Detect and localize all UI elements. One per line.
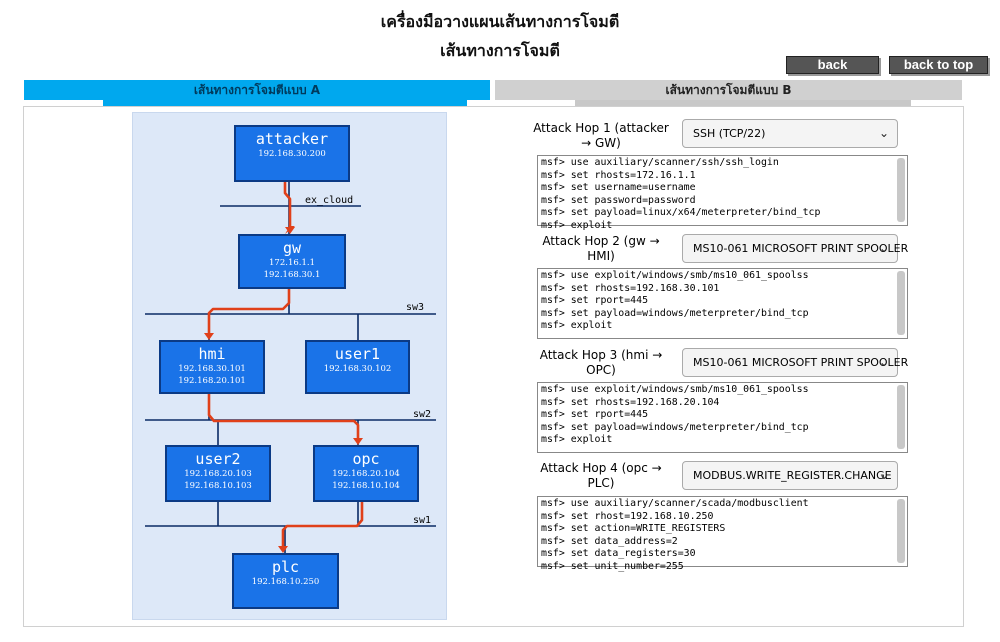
attack-path-hop-1 — [283, 181, 292, 229]
node-attacker[interactable]: attacker 192.168.30.200 — [234, 125, 350, 182]
node-opc-ip-2: 192.168.10.104 — [332, 481, 400, 491]
back-to-top-button[interactable]: back to top — [889, 56, 988, 74]
attack-path-hop-2 — [207, 288, 291, 335]
node-gw-name: gw — [282, 239, 302, 257]
tab-attack-path-a[interactable]: เส้นทางการโจมตีแบบ A — [24, 80, 490, 100]
hop-1-scrollbar[interactable] — [897, 158, 905, 222]
node-opc-name: opc — [352, 450, 380, 468]
node-hmi-ip-2: 192.168.20.101 — [178, 376, 246, 386]
hop-4-scrollbar[interactable] — [897, 499, 905, 563]
chevron-down-icon: ⌄ — [878, 468, 889, 482]
hop-2-scrollbar[interactable] — [897, 271, 905, 335]
node-opc[interactable]: opc 192.168.20.104 192.168.10.104 — [313, 445, 419, 502]
chevron-down-icon: ⌄ — [878, 355, 889, 369]
node-user2-ip-1: 192.168.20.103 — [184, 469, 252, 479]
sw1-label: sw1 — [413, 515, 431, 526]
hop-3-selected-value: MS10-061 MICROSOFT PRINT SPOOLER — [693, 356, 909, 369]
network-diagram: ex_cloud sw3 sw2 sw1 attacker 192.168.30… — [132, 112, 447, 620]
hop-4-label: Attack Hop 4 (opc → PLC) — [540, 461, 662, 490]
hop-1-command-box[interactable]: msf> use auxiliary/scanner/ssh/ssh_login… — [537, 155, 908, 231]
hop-3-scrollbar[interactable] — [897, 385, 905, 449]
chevron-down-icon: ⌄ — [878, 241, 889, 255]
hop-3-command-box[interactable]: msf> use exploit/windows/smb/ms10_061_sp… — [537, 382, 908, 453]
page-subtitle: เส้นทางการโจมตี — [440, 41, 560, 60]
node-user2-name: user2 — [195, 450, 241, 468]
node-user1-name: user1 — [334, 345, 381, 363]
hop-2-commands: msf> use exploit/windows/smb/ms10_061_sp… — [541, 270, 809, 332]
hop-3-exploit-select[interactable]: MS10-061 MICROSOFT PRINT SPOOLER ⌄ — [682, 348, 908, 377]
node-hmi[interactable]: hmi 192.168.30.101 192.168.20.101 — [159, 340, 265, 394]
page-title: เครื่องมือวางแผนเส้นทางการโจมตี — [380, 12, 620, 31]
node-user2-ip-2: 192.168.10.103 — [184, 481, 252, 491]
node-gw-ip-2: 192.168.30.1 — [263, 270, 321, 280]
hop-2-label: Attack Hop 2 (gw → HMI) — [542, 234, 660, 263]
sw3-label: sw3 — [406, 302, 424, 313]
tab-attack-path-b[interactable]: เส้นทางการโจมตีแบบ B — [495, 80, 962, 100]
node-gw-ip-1: 172.16.1.1 — [269, 258, 315, 268]
hop-1-commands: msf> use auxiliary/scanner/ssh/ssh_login… — [541, 157, 821, 231]
node-opc-ip-1: 192.168.20.104 — [332, 469, 400, 479]
node-gw[interactable]: gw 172.16.1.1 192.168.30.1 — [238, 234, 346, 289]
node-hmi-name: hmi — [198, 345, 226, 363]
hop-1-exploit-select[interactable]: SSH (TCP/22) ⌄ — [682, 119, 898, 148]
content-panel — [23, 106, 964, 627]
hop-2-selected-value: MS10-061 MICROSOFT PRINT SPOOLER — [693, 242, 909, 255]
attack-path-hop-3 — [207, 394, 360, 440]
back-button[interactable]: back — [786, 56, 879, 74]
tab-b-underline — [575, 100, 911, 106]
hop-3-commands: msf> use exploit/windows/smb/ms10_061_sp… — [541, 384, 809, 446]
hop-4-selected-value: MODBUS.WRITE_REGISTER.CHANGE — [693, 469, 892, 482]
node-plc-ip: 192.168.10.250 — [251, 577, 320, 587]
hop-4-commands: msf> use auxiliary/scanner/scada/modbusc… — [541, 498, 809, 572]
node-plc-name: plc — [271, 558, 300, 576]
node-user2[interactable]: user2 192.168.20.103 192.168.10.103 — [165, 445, 271, 502]
ex-cloud-label: ex_cloud — [305, 195, 353, 206]
hop-1-label: Attack Hop 1 (attacker → GW) — [533, 121, 669, 150]
node-hmi-ip-1: 192.168.30.101 — [178, 364, 246, 374]
node-plc[interactable]: plc 192.168.10.250 — [232, 553, 339, 609]
hop-1-selected-value: SSH (TCP/22) — [693, 127, 766, 140]
hop-4-command-box[interactable]: msf> use auxiliary/scanner/scada/modbusc… — [537, 496, 908, 572]
sw2-label: sw2 — [413, 409, 431, 420]
node-attacker-ip: 192.168.30.200 — [258, 149, 326, 159]
hop-2-exploit-select[interactable]: MS10-061 MICROSOFT PRINT SPOOLER ⌄ — [682, 234, 908, 263]
hop-3-label: Attack Hop 3 (hmi → OPC) — [539, 348, 663, 377]
hop-2-command-box[interactable]: msf> use exploit/windows/smb/ms10_061_sp… — [537, 268, 908, 339]
node-user1-ip: 192.168.30.102 — [323, 364, 392, 374]
node-attacker-name: attacker — [255, 130, 329, 148]
hop-4-exploit-select[interactable]: MODBUS.WRITE_REGISTER.CHANGE ⌄ — [682, 461, 898, 490]
tab-a-underline — [103, 100, 467, 106]
attack-path-hop-4 — [281, 502, 364, 548]
chevron-down-icon: ⌄ — [878, 126, 889, 140]
node-user1[interactable]: user1 192.168.30.102 — [305, 340, 410, 394]
network-links: ex_cloud sw3 sw2 sw1 — [145, 181, 436, 553]
